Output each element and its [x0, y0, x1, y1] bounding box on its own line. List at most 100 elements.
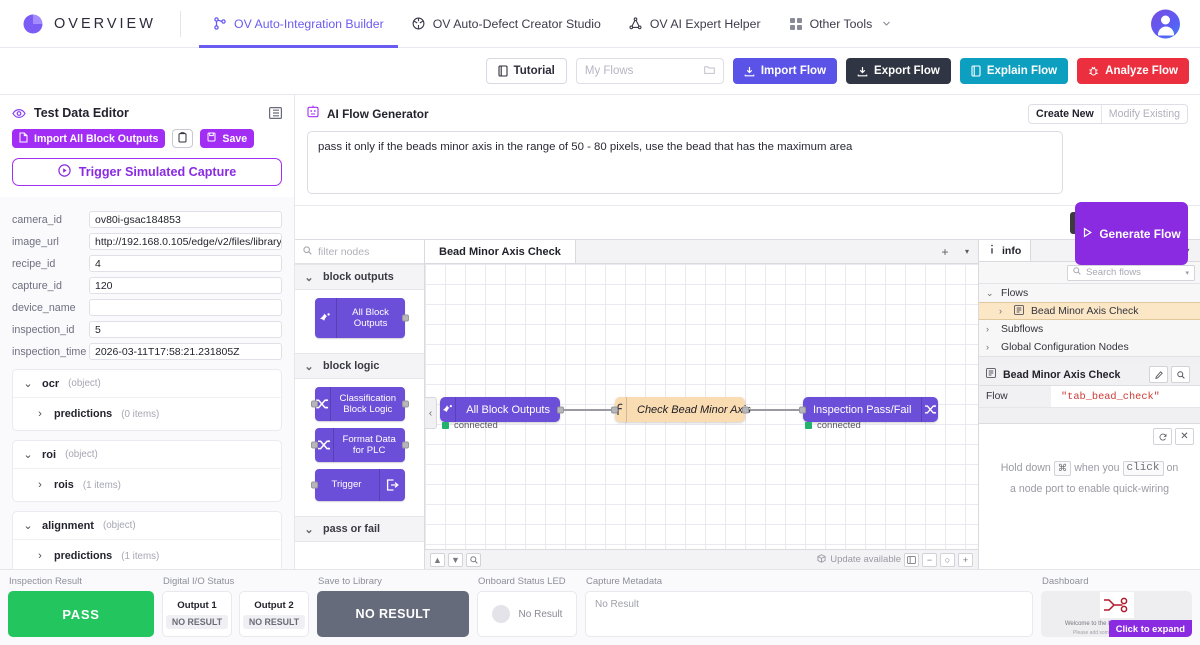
palette-filter[interactable]: filter nodes: [295, 240, 424, 264]
search-flows-input[interactable]: Search flows ▾: [1067, 264, 1195, 281]
tree-row-flows[interactable]: ⌄ Flows: [979, 284, 1200, 302]
copy-icon-button[interactable]: [172, 129, 194, 148]
refresh-icon[interactable]: [1153, 428, 1172, 445]
child-row[interactable]: › rois (1 items): [13, 474, 281, 496]
save-button[interactable]: Save: [200, 129, 255, 148]
flow-node-inspection-pass-fail[interactable]: Inspection Pass/Fail: [799, 397, 938, 422]
tree-row-subflows[interactable]: › Subflows: [979, 320, 1200, 338]
close-icon[interactable]: ✕: [1175, 428, 1194, 445]
device-name-input[interactable]: [89, 299, 282, 317]
update-available-button[interactable]: Update available: [817, 553, 901, 566]
node-input-port[interactable]: [310, 481, 318, 489]
sidebar-splitter[interactable]: [979, 356, 1200, 364]
nav-label: OV Auto-Defect Creator Studio: [432, 16, 601, 31]
zoom-out-icon[interactable]: −: [922, 552, 937, 567]
sidebar-tab-info[interactable]: info: [979, 240, 1032, 261]
object-header[interactable]: ⌄ ocr (object): [13, 370, 281, 397]
generate-flow-button[interactable]: Generate Flow: [1075, 202, 1188, 265]
capture-id-input[interactable]: 120: [89, 277, 282, 295]
import-all-block-outputs-button[interactable]: Import All Block Outputs: [12, 129, 166, 148]
palette-group-block-outputs: All Block Outputs: [295, 290, 424, 353]
nav-item-ai-expert-helper[interactable]: OV AI Expert Helper: [615, 0, 775, 48]
tab-modify-existing[interactable]: Modify Existing: [1101, 105, 1187, 123]
palette-category-block-logic[interactable]: ⌄ block logic: [295, 353, 424, 379]
zoom-in-icon[interactable]: +: [958, 552, 973, 567]
object-header[interactable]: ⌄ roi (object): [13, 441, 281, 468]
palette-category-label: block logic: [323, 360, 380, 372]
recipe-id-input[interactable]: 4: [89, 255, 282, 273]
click-to-expand-button[interactable]: Click to expand: [1108, 620, 1192, 637]
node-input-port[interactable]: [799, 406, 806, 413]
edit-pencil-icon[interactable]: [1149, 366, 1168, 383]
add-flow-tab-icon[interactable]: +: [941, 244, 949, 259]
status-label: Onboard Status LED: [478, 576, 566, 587]
nav-label: OV Auto-Integration Builder: [234, 16, 384, 31]
node-output-port[interactable]: [742, 406, 749, 413]
flow-canvas[interactable]: ‹ All Block Outputs: [425, 264, 978, 549]
play-circle-icon: [58, 164, 71, 180]
fit-view-icon[interactable]: [904, 552, 919, 567]
palette-node-classification-block-logic[interactable]: Classification Block Logic: [310, 387, 409, 421]
palette-category-block-outputs[interactable]: ⌄ block outputs: [295, 264, 424, 290]
camera-id-input[interactable]: ov80i-gsac184853: [89, 211, 282, 229]
export-flow-button[interactable]: Export Flow: [846, 58, 951, 84]
child-count: (1 items): [121, 550, 160, 562]
canvas-search-icon[interactable]: [466, 552, 481, 567]
status-save-to-library: Save to Library NO RESULT: [317, 576, 469, 637]
object-header[interactable]: ⌄ alignment (object): [13, 512, 281, 539]
cube-icon: [412, 17, 426, 31]
node-output-port[interactable]: [401, 400, 409, 408]
deploy-bar: Deploy ▼: [295, 206, 1200, 239]
import-flow-button[interactable]: Import Flow: [732, 58, 838, 84]
palette-node-all-block-outputs[interactable]: All Block Outputs: [314, 298, 409, 338]
palette-node-trigger[interactable]: Trigger: [310, 469, 405, 501]
my-flows-select[interactable]: My Flows: [575, 58, 724, 84]
prompt-textarea[interactable]: pass it only if the beads minor axis in …: [307, 131, 1063, 194]
flow-node-all-block-outputs[interactable]: All Block Outputs: [440, 397, 564, 422]
inspection-id-input[interactable]: 5: [89, 321, 282, 339]
node-output-port[interactable]: [557, 406, 564, 413]
node-input-port[interactable]: [310, 400, 318, 408]
trigger-simulated-capture-button[interactable]: Trigger Simulated Capture: [12, 158, 282, 187]
nav-item-auto-integration-builder[interactable]: OV Auto-Integration Builder: [199, 0, 398, 48]
tree-row-bead-minor-axis-check[interactable]: › Bead Minor Axis Check: [979, 302, 1200, 320]
avatar[interactable]: [1151, 9, 1180, 38]
tree-row-global-configuration-nodes[interactable]: › Global Configuration Nodes: [979, 338, 1200, 356]
list-view-icon[interactable]: [269, 107, 282, 119]
inspection-time-input[interactable]: 2026-03-11T17:58:21.231805Z: [89, 343, 282, 361]
test-data-editor-title: Test Data Editor: [34, 106, 129, 120]
node-output-port[interactable]: [401, 441, 409, 449]
chevron-down-icon[interactable]: ▾: [1185, 269, 1189, 277]
flow-node-check-bead-minor-axis[interactable]: Check Bead Minor Axis: [611, 397, 751, 422]
node-output-port[interactable]: [401, 314, 409, 322]
scroll-down-icon[interactable]: ▼: [448, 552, 463, 567]
zoom-reset-icon[interactable]: ○: [940, 552, 955, 567]
tab-menu-chevron-down-icon[interactable]: ▾: [964, 247, 969, 256]
palette-node-format-data-for-plc[interactable]: Format Data for PLC: [310, 428, 409, 462]
scroll-up-icon[interactable]: ▲: [430, 552, 445, 567]
dashboard-card[interactable]: Welcome to the Node-RED Dashboard Please…: [1041, 591, 1192, 637]
palette-category-pass-or-fail[interactable]: ⌄ pass or fail: [295, 516, 424, 542]
analyze-flow-button[interactable]: Analyze Flow: [1077, 58, 1189, 84]
child-row[interactable]: › predictions (1 items): [13, 545, 281, 567]
search-icon[interactable]: [1171, 366, 1190, 383]
image-url-input[interactable]: http://192.168.0.105/edge/v2/files/libra…: [89, 233, 282, 251]
palette-collapse-handle[interactable]: ‹: [425, 397, 437, 429]
tutorial-button[interactable]: Tutorial: [485, 58, 567, 84]
field-camera-id: camera_id ov80i-gsac184853: [12, 211, 282, 229]
keyboard-key-click: click: [1122, 460, 1164, 476]
flow-tab-bead-minor-axis-check[interactable]: Bead Minor Axis Check: [425, 240, 576, 263]
nav-item-auto-defect-creator-studio[interactable]: OV Auto-Defect Creator Studio: [398, 0, 615, 48]
child-row[interactable]: › predictions (0 items): [13, 403, 281, 425]
chevron-down-icon: [879, 17, 893, 31]
nav-item-other-tools[interactable]: Other Tools: [775, 0, 908, 48]
tree-label: Bead Minor Axis Check: [1031, 305, 1139, 317]
nav-items: OV Auto-Integration Builder OV Auto-Defe…: [199, 0, 907, 48]
node-input-port[interactable]: [310, 441, 318, 449]
explain-flow-button[interactable]: Explain Flow: [959, 58, 1069, 84]
output-value: NO RESULT: [242, 614, 306, 629]
node-input-port[interactable]: [611, 406, 618, 413]
tab-create-new[interactable]: Create New: [1029, 105, 1101, 123]
branch-icon: [213, 17, 227, 31]
